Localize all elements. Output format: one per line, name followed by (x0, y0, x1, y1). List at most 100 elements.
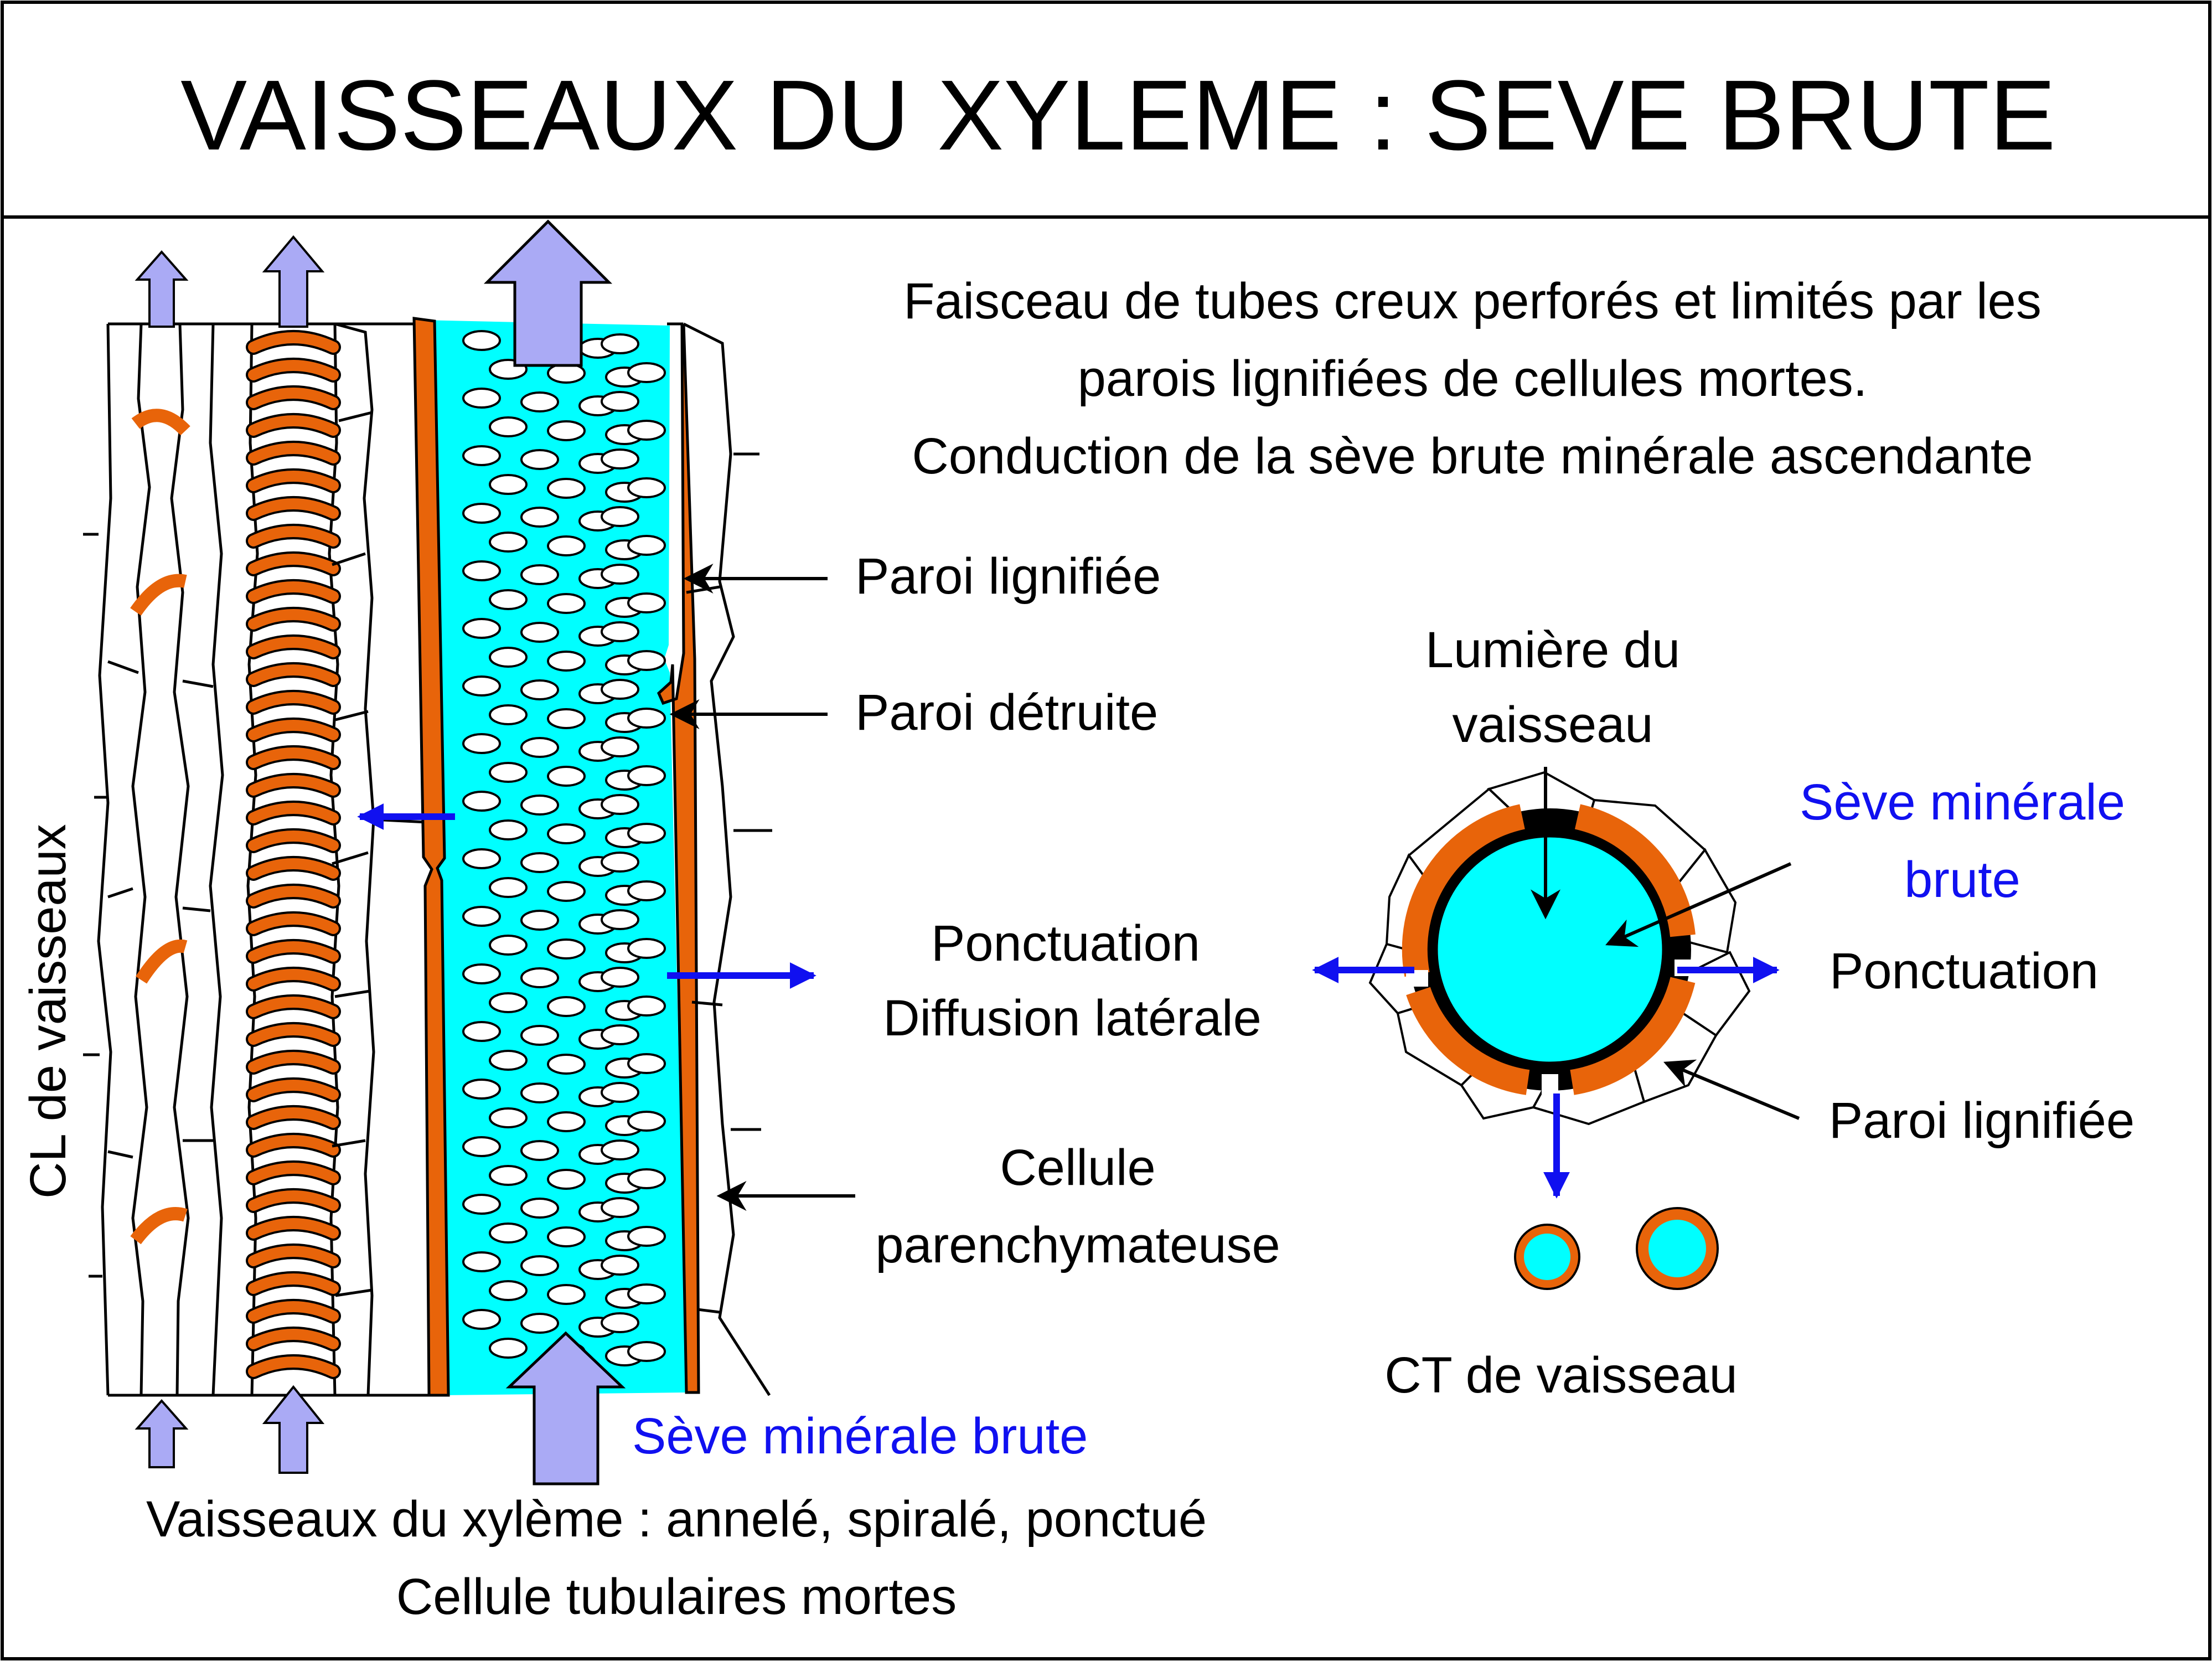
label-parenchymateuse: parenchymateuse (875, 1217, 1280, 1273)
spiral-turn-fill (248, 637, 339, 657)
ct-label-seve-1: Sève minérale (1800, 774, 2125, 830)
flow-arrow-top-pitted (483, 219, 613, 367)
vessel-pit (520, 622, 559, 643)
vessel-pit (462, 388, 501, 409)
vessel-pit (547, 881, 586, 902)
vessel-pit (627, 477, 666, 498)
ct-label-paroi-lignifiee: Paroi lignifiée (1829, 1092, 2135, 1149)
vessel-pit (489, 589, 528, 610)
flow-arrow-top-annular (135, 250, 189, 328)
spiral-turn-fill (248, 803, 339, 823)
vessel-pit (601, 967, 639, 988)
vessel-pit (627, 420, 666, 441)
vessel-pit (520, 1140, 559, 1161)
vessel-pit (489, 1050, 528, 1071)
vessel-pit (601, 794, 639, 815)
label-paroi-lignifiee: Paroi lignifiée (855, 548, 1161, 605)
longitudinal-section (83, 219, 855, 1485)
vessel-pit (462, 1136, 501, 1157)
vessel-pit (489, 762, 528, 783)
pointer-paroi-lignifiee-ct (1663, 1059, 1800, 1120)
vessel-pit (601, 679, 639, 700)
label-vaisseaux-types: Vaisseaux du xylème : annelé, spiralé, p… (146, 1491, 1207, 1547)
vessel-pit (462, 848, 501, 869)
vessel-pit (547, 1169, 586, 1190)
vessel-pit (547, 996, 586, 1017)
vessel-pit (489, 1222, 528, 1244)
vessel-pit (627, 765, 666, 786)
vessel-pit (489, 474, 528, 495)
vessel-pit (547, 651, 586, 672)
spiral-turn-fill (248, 581, 339, 602)
vessel-pit (520, 967, 559, 988)
vessel-pit (462, 503, 501, 524)
vessel-pit (601, 506, 639, 527)
vessel-pit (462, 560, 501, 581)
label-cellule: Cellule (1000, 1139, 1155, 1196)
vessel-pit (627, 823, 666, 844)
vessel-pit (489, 877, 528, 898)
flow-arrow-bottom-spiral (262, 1385, 325, 1474)
spiral-turn-fill (248, 498, 339, 519)
spiral-turn-fill (248, 332, 339, 353)
cross-section (1312, 767, 1800, 1290)
spiral-turn-fill (248, 415, 339, 436)
vessel-pit (547, 766, 586, 787)
vessel-pit (520, 795, 559, 816)
vessel-pit (520, 391, 559, 412)
label-ponctuation: Ponctuation (931, 915, 1200, 972)
label-diffusion-laterale: Diffusion latérale (883, 990, 1262, 1046)
cross-lumen (1435, 834, 1665, 1065)
ct-label-lumiere-1: Lumière du (1425, 622, 1680, 678)
vessel-pit (601, 391, 639, 412)
spiral-turn-fill (248, 609, 339, 630)
vessel-ring (135, 939, 188, 984)
vessel-pit (489, 647, 528, 668)
vessel-pit (601, 448, 639, 470)
vessel-pit (601, 564, 639, 585)
vessel-pit (462, 906, 501, 927)
spiral-turn-fill (248, 830, 339, 851)
vessel-pit (520, 1198, 559, 1219)
vessel-ring (131, 409, 190, 436)
spiral-turn-fill (248, 1190, 339, 1211)
spiral-turn-fill (248, 858, 339, 879)
spiral-turn-fill (248, 664, 339, 685)
vessel-pit (627, 708, 666, 729)
lignified-wall-left (412, 317, 450, 1397)
vessel-pit (601, 736, 639, 757)
vessel-pit (547, 1226, 586, 1247)
spiral-turn-fill (248, 1273, 339, 1294)
small-vessel-1 (1515, 1225, 1579, 1289)
vessel-pit (547, 708, 586, 729)
vessel-pit (627, 1283, 666, 1304)
vessel-pit (489, 1338, 528, 1359)
vessel-pit (489, 819, 528, 840)
spiral-vessel (246, 323, 341, 1396)
vessel-pit (627, 995, 666, 1017)
ct-label-seve-2: brute (1904, 852, 2020, 908)
vessel-pit (520, 1082, 559, 1103)
vessel-pit (520, 449, 559, 470)
cross-wall-arc-top (1402, 804, 1525, 977)
page-title: VAISSEAUX DU XYLEME : SEVE BRUTE (180, 60, 2056, 171)
spiral-turn-fill (248, 1301, 339, 1322)
ct-label-ponctuation: Ponctuation (1829, 943, 2099, 999)
small-vessel-1-outline (1514, 1224, 1580, 1290)
vessel-pit (547, 1054, 586, 1075)
vessel-pit (489, 1107, 528, 1128)
spiral-turn-fill (248, 1107, 339, 1128)
vessel-pit (601, 621, 639, 642)
flow-arrow-bottom-pitted (505, 1331, 626, 1485)
vessel-pit (627, 1111, 666, 1132)
vessel-pit (601, 1082, 639, 1103)
label-cellule-tubulaires: Cellule tubulaires mortes (396, 1569, 957, 1625)
description-line-3: Conduction de la sève brute minérale asc… (912, 428, 2033, 484)
spiral-turn-fill (248, 443, 339, 463)
cross-wall-arc-bottom-left (1406, 987, 1530, 1095)
vessel-pit (520, 679, 559, 700)
vessel-pit (627, 1226, 666, 1247)
spiral-turn-fill (248, 1052, 339, 1072)
